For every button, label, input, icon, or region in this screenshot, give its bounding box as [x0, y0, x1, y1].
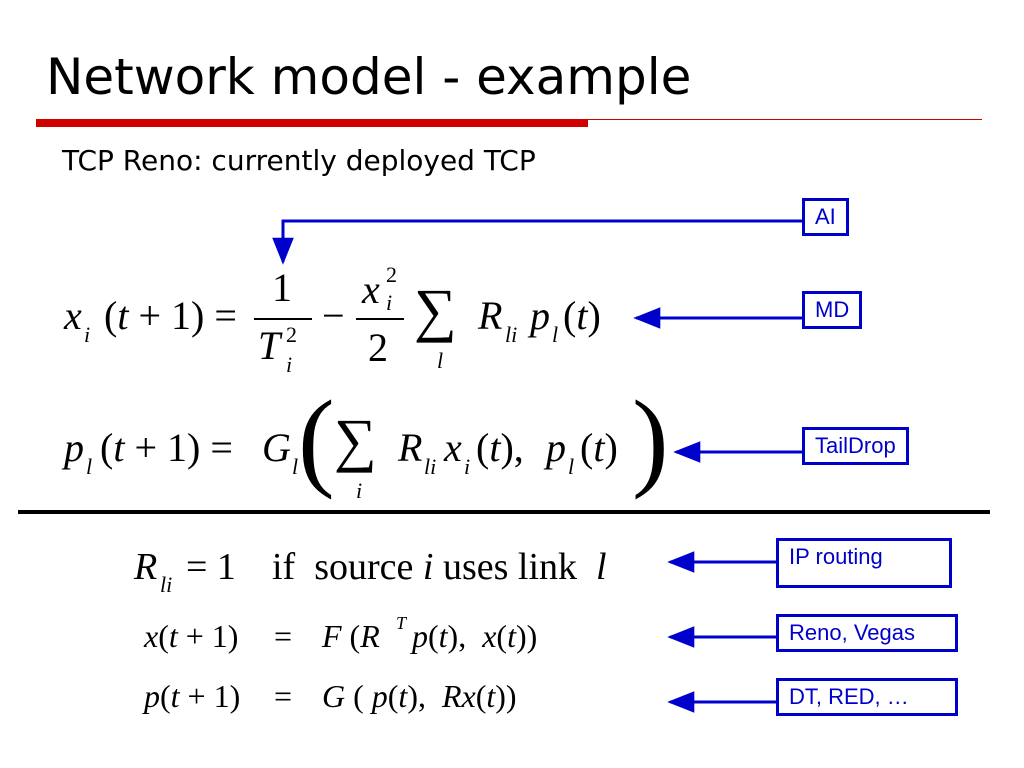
- slide-title: Network model - example: [46, 48, 692, 106]
- label-ip-routing: IP routing: [776, 538, 952, 588]
- subtitle: TCP Reno: currently deployed TCP: [62, 144, 536, 177]
- label-reno-vegas: Reno, Vegas: [776, 614, 958, 653]
- title-rule-thick: [36, 119, 588, 127]
- label-md: MD: [802, 291, 863, 330]
- label-taildrop: TailDrop: [802, 427, 909, 466]
- title-rule-thin: [588, 119, 982, 120]
- separator-line: [18, 510, 990, 514]
- label-ai: AI: [802, 198, 849, 237]
- label-dt-red: DT, RED, …: [776, 678, 958, 717]
- ai-arrow: [272, 219, 802, 265]
